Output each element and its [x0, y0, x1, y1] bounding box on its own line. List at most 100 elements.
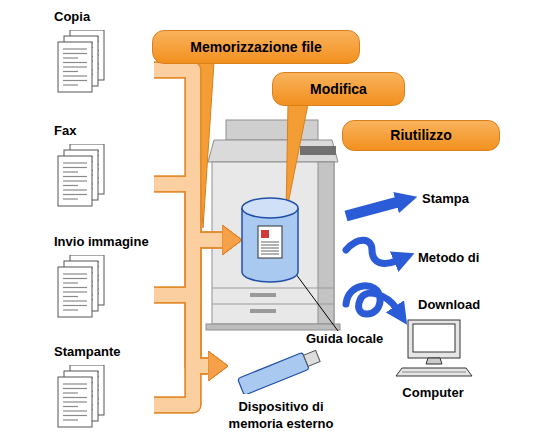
text-line [63, 300, 87, 301]
computer-icon [388, 318, 478, 380]
node-label: Fax [54, 122, 76, 139]
node-label: Computer [388, 384, 478, 401]
arrow-outline [154, 366, 208, 405]
text-line [63, 392, 78, 393]
text-line [63, 189, 87, 190]
text-line [63, 84, 78, 85]
text-line [63, 180, 87, 181]
document-picture [261, 230, 269, 238]
text-line [63, 419, 78, 420]
usb-connector [304, 350, 321, 366]
callout-pointer [192, 62, 214, 228]
arrow-outline [154, 70, 222, 240]
text-line [63, 388, 87, 389]
cylinder-body [242, 208, 298, 282]
stack-node: Fax [50, 122, 154, 210]
drawer-handle [250, 293, 276, 297]
arrow-outline [154, 184, 222, 240]
control-panel [300, 146, 336, 155]
scanner-unit [208, 140, 338, 162]
connector-group [154, 70, 222, 405]
text-line [63, 291, 87, 292]
printer-body [212, 162, 334, 324]
text-line [63, 383, 87, 384]
text-line [261, 242, 279, 243]
node-label: Memorizzazione file [190, 39, 321, 56]
callout-node: Memorizzazione file [152, 30, 360, 64]
document-page [58, 42, 92, 92]
callout-node: Modifica [272, 72, 405, 106]
text-line [63, 48, 87, 49]
text-line [63, 185, 78, 186]
text-line [63, 53, 87, 54]
node-label: Dispositivo di memoria esterno [226, 398, 336, 432]
send-arrow [346, 240, 396, 263]
document-page [58, 156, 92, 206]
text-line [63, 66, 87, 67]
text-line [261, 245, 279, 246]
text-line [63, 62, 87, 63]
node-label: Modifica [310, 81, 367, 98]
action-label: Download [418, 296, 480, 313]
flow-arrow [154, 366, 208, 405]
action-label: Stampa [422, 190, 469, 207]
text-line [63, 176, 87, 177]
printer-base [206, 324, 340, 330]
stack-node: Invio immagine [50, 233, 154, 321]
page-sheet [58, 267, 92, 317]
text-line [261, 254, 279, 255]
drawer-handle [250, 309, 276, 313]
drawer-line [212, 304, 334, 305]
computer-node: Computer [388, 318, 478, 402]
text-line [63, 278, 87, 279]
document-stack [56, 365, 148, 429]
page-sheet [58, 42, 92, 92]
text-line [63, 273, 87, 274]
text-line [63, 198, 78, 199]
flow-arrow [154, 240, 222, 405]
usb-body [238, 352, 310, 394]
text-line [63, 75, 87, 76]
printer-illustration [206, 120, 340, 330]
monitor-stand [426, 358, 442, 364]
arrow-outline [154, 70, 208, 366]
screen [413, 324, 455, 352]
flow-arrow [154, 184, 222, 240]
text-line [63, 397, 87, 398]
node-label: Guida locale [306, 330, 383, 347]
text-line [63, 162, 87, 163]
node-label: Invio immagine [54, 233, 149, 250]
document-stack [56, 255, 148, 319]
usb-node: Dispositivo di memoria esterno [226, 348, 336, 436]
document-page [58, 267, 92, 317]
text-line [63, 194, 87, 195]
document-stack [56, 144, 148, 208]
page-sheet [58, 156, 92, 206]
arrow-outline [154, 240, 222, 295]
document-icon [258, 226, 282, 258]
connector-outline-group [154, 70, 222, 405]
cylinder-top [242, 198, 298, 218]
text-line [63, 80, 87, 81]
callout-node: Riutilizzo [342, 120, 500, 151]
node-label: Copia [54, 8, 90, 25]
text-line [63, 305, 87, 306]
text-line [63, 410, 87, 411]
usb-stick [226, 348, 336, 394]
arrow-outline [154, 184, 208, 366]
flow-arrow [154, 184, 208, 366]
cylinder-node: Guida locale [240, 196, 300, 284]
flow-arrow [154, 295, 208, 366]
node-label: Riutilizzo [390, 127, 451, 144]
text-line [63, 171, 78, 172]
download-arrow [346, 286, 396, 314]
text-line [63, 401, 87, 402]
keyboard-keys [402, 372, 466, 373]
text-line [63, 167, 87, 168]
storage-cylinder [240, 196, 300, 284]
text-line [63, 71, 78, 72]
flow-arrow [154, 240, 222, 295]
drawer-line [212, 288, 334, 289]
